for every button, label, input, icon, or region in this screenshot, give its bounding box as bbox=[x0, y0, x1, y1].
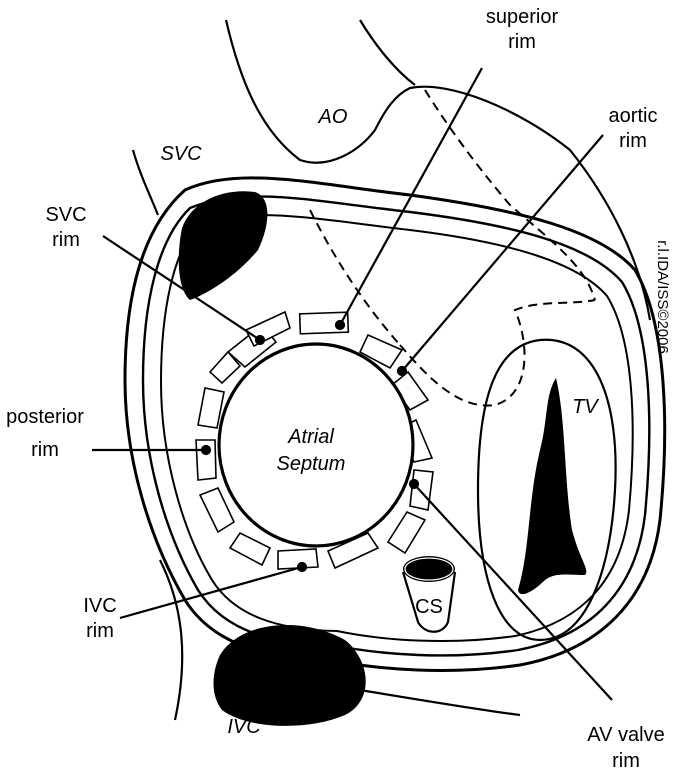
label-av-valve-rim-line2: rim bbox=[612, 750, 640, 772]
label-svc: SVC bbox=[160, 143, 202, 165]
label-superior-rim-line2: rim bbox=[508, 31, 536, 53]
lower-outline bbox=[159, 559, 521, 721]
label-superior-rim-line1: superior bbox=[486, 6, 559, 28]
label-cs: CS bbox=[415, 596, 443, 618]
aorta-outline bbox=[131, 19, 652, 321]
label-ivc-rim-line1: IVC bbox=[83, 595, 116, 617]
label-aortic-rim-line2: rim bbox=[619, 130, 647, 152]
label-posterior-rim-line1: posterior bbox=[6, 406, 84, 428]
label-tv: TV bbox=[572, 396, 599, 418]
label-ao: AO bbox=[318, 106, 348, 128]
ivc-opening bbox=[213, 624, 366, 726]
artist-signature: r.l.IDA/ISS©2006 bbox=[654, 240, 671, 354]
svc-opening bbox=[178, 191, 268, 300]
septum-circle bbox=[217, 342, 415, 548]
label-atrial: Atrial bbox=[287, 426, 334, 448]
label-av-valve-rim-line1: AV valve bbox=[587, 724, 664, 746]
label-svc-rim-line2: rim bbox=[52, 229, 80, 251]
leader-svc-rim bbox=[102, 235, 261, 341]
atrium-walls bbox=[123, 176, 667, 672]
leader-superior-rim bbox=[339, 67, 483, 326]
rim-labels: superior rim aortic rim SVC rim posterio… bbox=[6, 6, 665, 772]
label-septum: Septum bbox=[277, 453, 346, 475]
tricuspid-region bbox=[476, 338, 617, 642]
coronary-sinus bbox=[401, 556, 457, 633]
anatomy-labels: AO SVC IVC TV CS Atrial Septum bbox=[160, 106, 599, 738]
leader-ivc-rim bbox=[119, 565, 303, 620]
leader-av-valve-rim bbox=[413, 483, 613, 701]
leader-aortic-rim bbox=[401, 134, 604, 372]
label-ivc: IVC bbox=[227, 716, 261, 738]
label-ivc-rim-line2: rim bbox=[86, 620, 114, 642]
label-svc-rim-line1: SVC bbox=[45, 204, 86, 226]
aorta-dashed-overlay bbox=[309, 89, 596, 407]
label-posterior-rim-line2: rim bbox=[31, 439, 59, 461]
label-aortic-rim-line1: aortic bbox=[609, 105, 658, 127]
leader-lines bbox=[92, 67, 613, 701]
